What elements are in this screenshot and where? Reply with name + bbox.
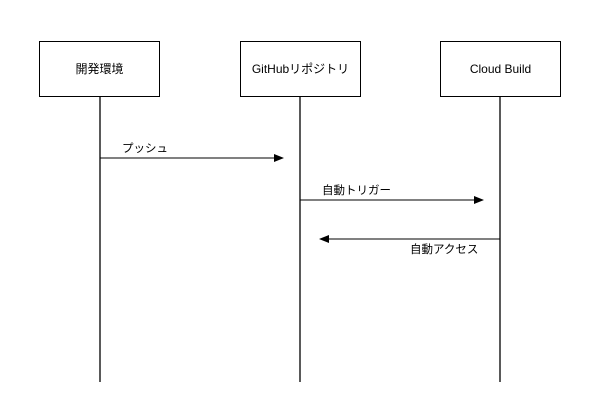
- participant-label-github-repo: GitHubリポジトリ: [251, 62, 350, 76]
- message-label-auto-trigger: 自動トリガー: [322, 185, 391, 197]
- participant-label-cloud-build: Cloud Build: [469, 62, 532, 76]
- message-label-auto-access: 自動アクセス: [410, 244, 479, 256]
- participant-label-dev-env: 開発環境: [75, 62, 124, 76]
- participant-box-dev-env[interactable]: 開発環境: [39, 41, 160, 97]
- message-label-push: プッシュ: [122, 143, 168, 155]
- participant-box-github-repo[interactable]: GitHubリポジトリ: [240, 41, 361, 97]
- participant-box-cloud-build[interactable]: Cloud Build: [440, 41, 561, 97]
